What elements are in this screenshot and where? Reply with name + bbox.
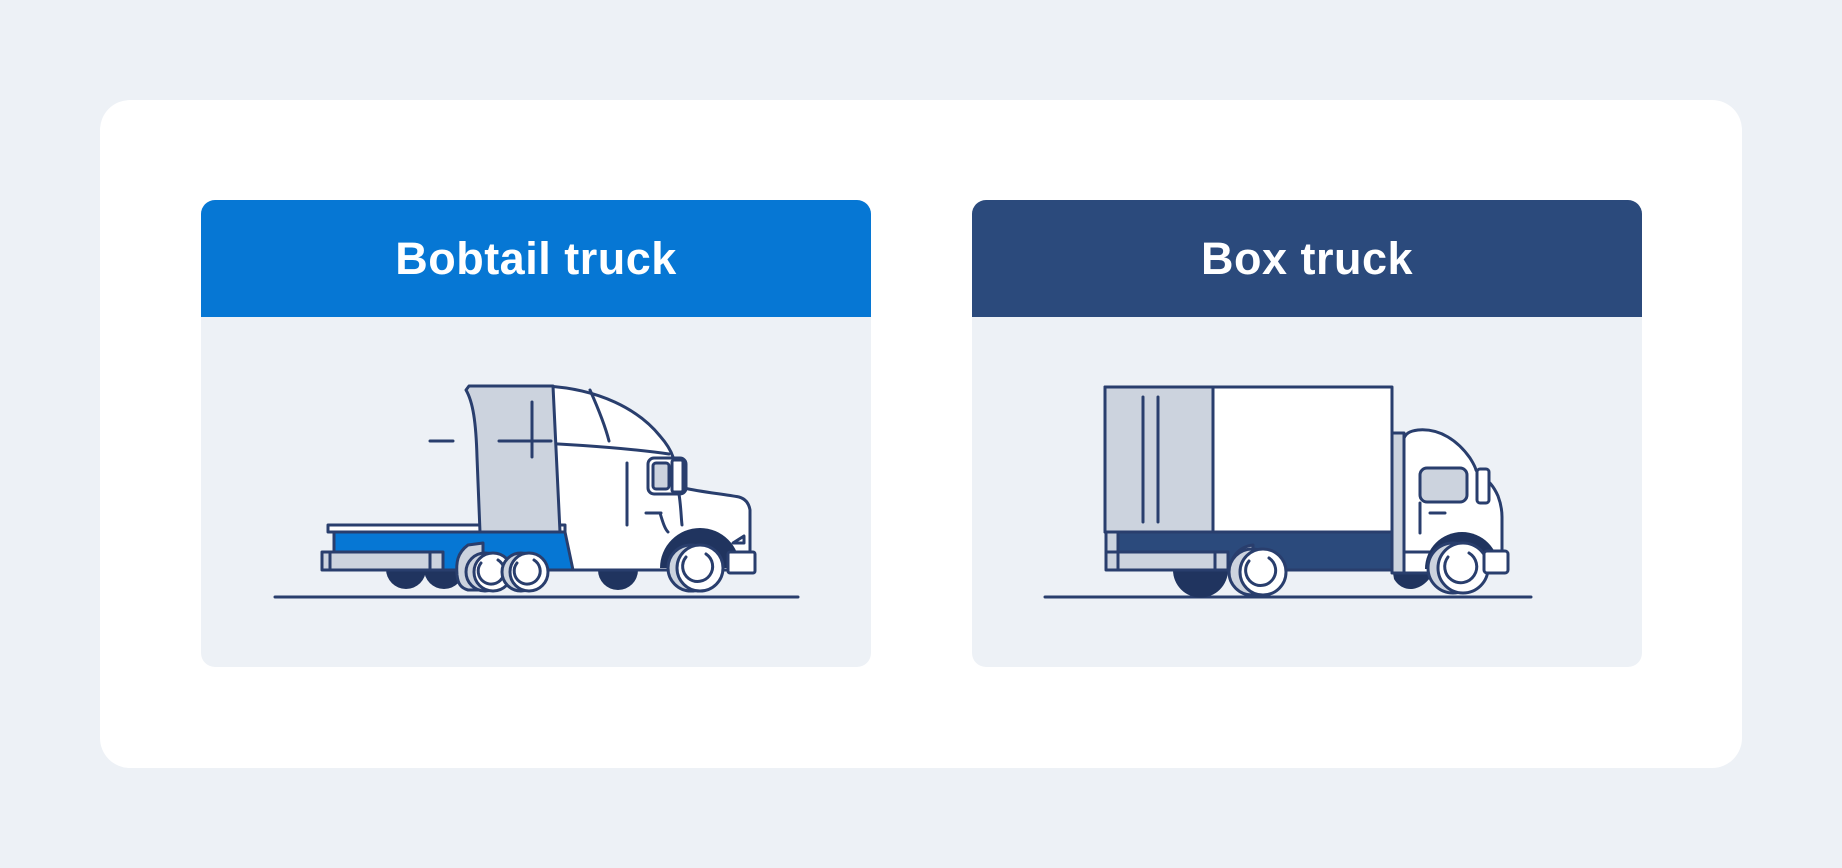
- bobtail-panel-header: Bobtail truck: [201, 200, 871, 317]
- box-panel-title: Box truck: [1200, 233, 1414, 284]
- front-bumper: [1482, 549, 1510, 575]
- headlight: [731, 534, 746, 545]
- box-panel-body: [972, 317, 1642, 667]
- truck-panel-bobtail: Bobtail truck: [201, 200, 871, 667]
- door-lines: [1141, 395, 1160, 524]
- box-truck-illustration: [1043, 385, 1533, 599]
- side-window: [651, 461, 671, 491]
- rear-wheels: [455, 541, 550, 593]
- cross-mark: [497, 400, 553, 459]
- mirror: [1475, 467, 1491, 505]
- door-seam-front: [677, 492, 684, 527]
- rear-bumper: [320, 550, 445, 572]
- mirror: [670, 458, 685, 494]
- rear-wheel: [1227, 543, 1288, 597]
- bobtail-panel-title: Bobtail truck: [395, 233, 677, 284]
- rear-bumper: [1104, 550, 1230, 572]
- front-wheel: [1425, 532, 1499, 595]
- truck-cab: [497, 384, 752, 572]
- side-window: [1418, 466, 1469, 504]
- front-bumper: [726, 550, 757, 575]
- roof-crease: [588, 388, 611, 443]
- box-panel-header: Box truck: [972, 200, 1642, 317]
- shadow-wheels: [386, 569, 638, 590]
- cab-back-pillar: [1390, 431, 1406, 575]
- bobtail-panel-body: [201, 317, 871, 667]
- cargo-box: [1103, 385, 1394, 554]
- comparison-card: Bobtail truck: [100, 100, 1742, 768]
- box-mount: [1104, 530, 1120, 554]
- sleeper-cab: [428, 384, 562, 534]
- hood-crease: [658, 511, 670, 534]
- truck-panel-box: Box truck: [972, 200, 1642, 667]
- bobtail-truck-illustration: [273, 384, 800, 599]
- front-wheel: [660, 528, 740, 593]
